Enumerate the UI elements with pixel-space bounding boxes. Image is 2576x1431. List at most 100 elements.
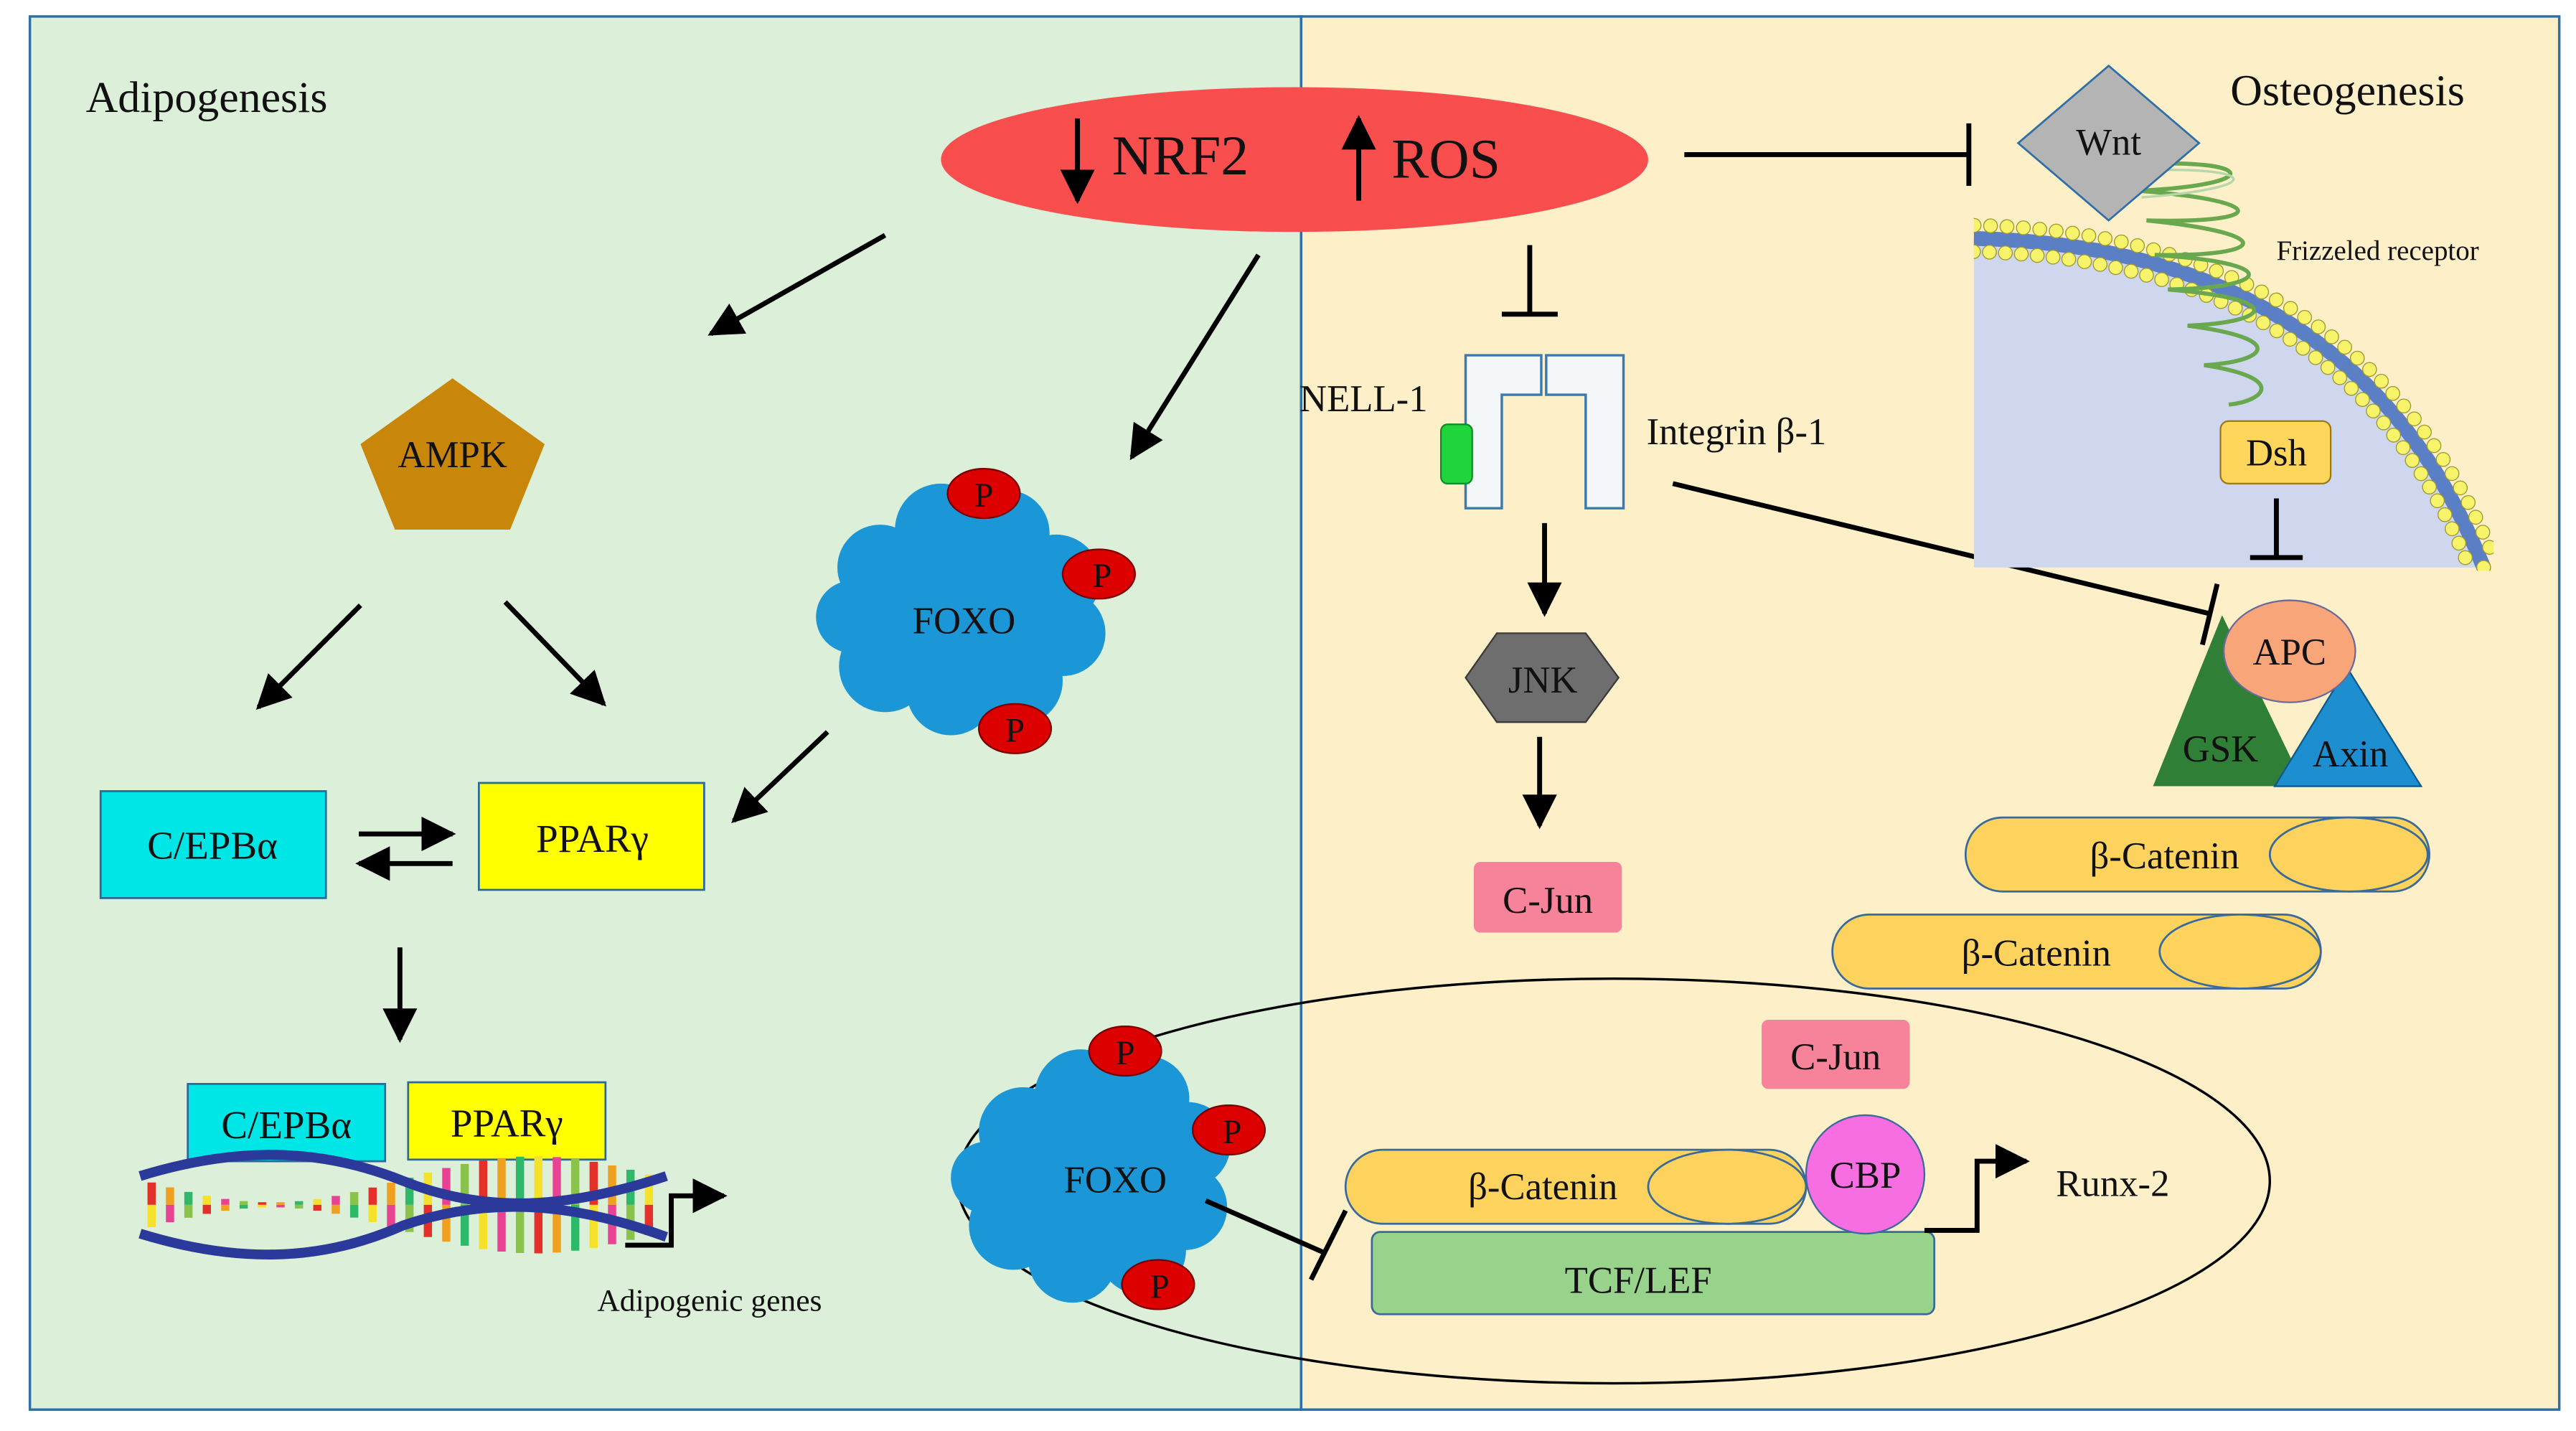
foxo-bottom-node: FOXO P P P xyxy=(951,1026,1266,1310)
membrane-lipid-bead xyxy=(2061,251,2077,267)
axin-node: Axin xyxy=(2273,666,2423,787)
axin-label: Axin xyxy=(2313,733,2388,775)
membrane-lipid-bead xyxy=(2108,260,2123,276)
membrane-lipid-bead xyxy=(2049,223,2064,239)
membrane-lipid-bead xyxy=(2255,315,2271,331)
foxo-top-label: FOXO xyxy=(913,600,1016,642)
svg-text:P: P xyxy=(1005,712,1025,750)
membrane-lipid-bead xyxy=(2366,403,2381,419)
membrane-lipid-bead xyxy=(2227,301,2243,316)
membrane-lipid-bead xyxy=(2123,263,2139,279)
inhibit-apc xyxy=(1672,481,2220,646)
cjun-nucleus-box: C-Jun xyxy=(1762,1020,1910,1089)
membrane-lipid-bead xyxy=(2453,480,2468,496)
membrane-lipid-bead xyxy=(2295,340,2311,356)
cjun-nucleus-label: C-Jun xyxy=(1790,1036,1881,1078)
membrane-lipid-bead xyxy=(2324,329,2339,344)
destruction-complex: GSK Axin APC xyxy=(2153,599,2423,787)
cebpa-dna-box: C/EPBα xyxy=(187,1083,387,1163)
membrane-lipid-bead xyxy=(2268,292,2284,308)
membrane-lipid-bead xyxy=(2209,263,2224,278)
svg-text:β-Catenin: β-Catenin xyxy=(1962,932,2111,974)
arrow-ampk-cebpa xyxy=(255,604,362,710)
ppar-label: PPARγ xyxy=(536,817,649,860)
ampk-label: AMPK xyxy=(398,434,507,476)
arrow-ampk-ppar xyxy=(503,600,606,707)
membrane-lipid-bead xyxy=(2417,424,2432,440)
adipogenesis-title: Adipogenesis xyxy=(86,73,328,122)
svg-text:P: P xyxy=(974,477,994,515)
beta-catenin-2: β-Catenin xyxy=(1831,913,2322,990)
membrane-lipid-bead xyxy=(2092,257,2108,272)
membrane-lipid-bead xyxy=(2460,494,2476,510)
membrane-lipid-bead xyxy=(2430,493,2445,509)
membrane-lipid-bead xyxy=(2437,507,2453,522)
svg-text:β-Catenin: β-Catenin xyxy=(1468,1166,1617,1208)
membrane-lipid-bead xyxy=(2308,349,2323,365)
membrane-lipid-bead xyxy=(2482,540,2494,555)
membrane-lipid-bead xyxy=(2355,392,2370,408)
ppar-dna-box: PPARγ xyxy=(407,1081,607,1161)
cjun-top-label: C-Jun xyxy=(1503,880,1593,921)
membrane-lipid-bead xyxy=(2362,362,2377,377)
jnk-node: JNK xyxy=(1465,632,1620,723)
membrane-lipid-bead xyxy=(2029,248,2045,263)
dna-helix-icon xyxy=(138,1150,669,1260)
cebpa-label: C/EPBα xyxy=(147,823,278,867)
dsh-label: Dsh xyxy=(2246,433,2307,474)
inhibit-integrin xyxy=(1501,245,1558,317)
membrane-lipid-bead xyxy=(2458,550,2473,566)
phospho-icon: P xyxy=(977,703,1053,754)
wnt-node: Wnt xyxy=(2016,64,2201,222)
cebpa-box: C/EPBα xyxy=(99,790,327,899)
membrane-lipid-bead xyxy=(2332,370,2348,385)
membrane-lipid-bead xyxy=(2426,438,2442,454)
phospho-icon: P xyxy=(1191,1104,1266,1156)
phospho-icon: P xyxy=(1088,1026,1162,1077)
transcription-arrow xyxy=(625,1178,728,1248)
nell1-label: NELL-1 xyxy=(1299,378,1428,420)
membrane-lipid-bead xyxy=(2269,323,2285,339)
membrane-lipid-bead xyxy=(2395,440,2411,456)
nrf2-ros-node: NRF2 ROS xyxy=(941,87,1648,233)
membrane-lipid-bead xyxy=(2283,301,2298,316)
membrane-lipid-bead xyxy=(2413,466,2429,482)
membrane-lipid-bead xyxy=(2311,319,2326,334)
membrane-lipid-bead xyxy=(2254,284,2270,300)
beta-catenin-nucleus: β-Catenin xyxy=(1344,1148,1808,1225)
membrane-lipid-bead xyxy=(2297,309,2313,325)
membrane-lipid-bead xyxy=(2283,332,2298,347)
membrane-lipid-bead xyxy=(2065,225,2080,241)
gsk-node: GSK xyxy=(2153,615,2305,787)
cbp-node: CBP xyxy=(1805,1114,1926,1235)
svg-text:P: P xyxy=(1150,1267,1170,1305)
foxo-top-node: FOXO P P P xyxy=(816,468,1136,754)
integrin-label: Integrin β-1 xyxy=(1647,411,1827,453)
membrane-lipid-bead xyxy=(2374,373,2389,389)
nrf2-label: NRF2 xyxy=(1112,125,1249,187)
arrow-foxo-ppar xyxy=(731,730,829,823)
svg-text:P: P xyxy=(1223,1113,1242,1151)
runx2-label: Runx-2 xyxy=(2056,1163,2169,1204)
runx2-transcription-arrow xyxy=(1924,1144,2030,1233)
phospho-icon: P xyxy=(1061,548,1136,600)
membrane-lipid-bead xyxy=(2451,535,2467,551)
phospho-icon: P xyxy=(1121,1259,1195,1310)
beta-catenin-1: β-Catenin xyxy=(1964,816,2430,893)
ppar-box: PPARγ xyxy=(477,782,705,891)
membrane-lipid-bead xyxy=(1982,245,1997,260)
cjun-top-box: C-Jun xyxy=(1473,861,1622,933)
svg-text:PPARγ: PPARγ xyxy=(451,1102,563,1145)
membrane-lipid-bead xyxy=(2444,521,2460,537)
svg-text:C/EPBα: C/EPBα xyxy=(221,1103,352,1147)
tcf-lef-label: TCF/LEF xyxy=(1565,1259,1712,1301)
membrane-lipid-bead xyxy=(2376,415,2392,431)
membrane-lipid-bead xyxy=(2016,220,2031,235)
membrane-lipid-bead xyxy=(2337,339,2352,355)
membrane-lipid-bead xyxy=(2320,360,2336,375)
gsk-label: GSK xyxy=(2183,728,2258,770)
wnt-label: Wnt xyxy=(2076,121,2141,163)
frizzled-label: Frizzeled receptor xyxy=(2276,235,2478,266)
svg-text:β-Catenin: β-Catenin xyxy=(2090,835,2239,877)
